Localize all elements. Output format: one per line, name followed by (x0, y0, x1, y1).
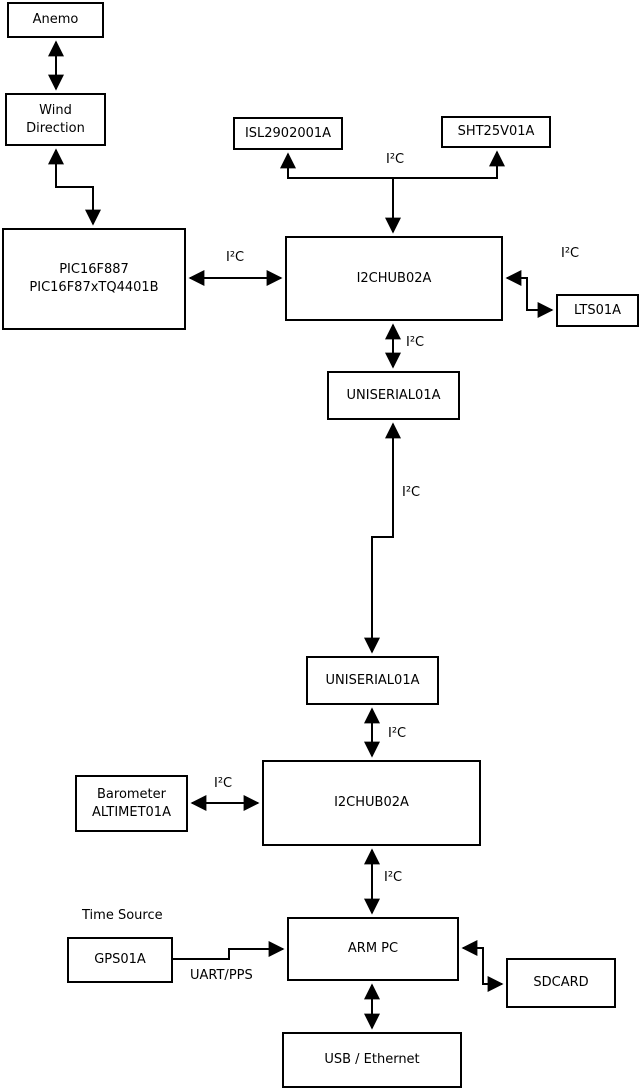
node-uniserial-1-label: UNISERIAL01A (346, 387, 441, 403)
node-pic-microcontroller: PIC16F887 PIC16F87xTQ4401B (2, 228, 186, 330)
node-pic-label-line2: PIC16F87xTQ4401B (29, 280, 159, 295)
node-barometer: Barometer ALTIMET01A (75, 775, 188, 832)
node-i2c-hub-2: I2CHUB02A (262, 760, 481, 846)
node-arm-pc-label: ARM PC (347, 941, 399, 956)
edge-label-i2c-hub1-lts: I²C (561, 246, 580, 261)
node-usb-ethernet: USB / Ethernet (282, 1032, 462, 1088)
node-lts01a-label: LTS01A (573, 302, 622, 318)
edge-label-uart-pps: UART/PPS (190, 968, 253, 983)
node-gps01a-label: GPS01A (94, 952, 146, 967)
edge-label-i2c-hub1-uniserial1: I²C (406, 335, 425, 350)
node-lts01a: LTS01A (556, 294, 639, 327)
node-usb-ethernet-label: USB / Ethernet (324, 1052, 420, 1067)
node-pic-label-line1: PIC16F887 (59, 262, 129, 277)
node-barometer-label-line2: ALTIMET01A (92, 804, 171, 820)
edge-label-i2c-uniserial-link: I²C (402, 485, 421, 500)
node-sht25v01a: SHT25V01A (441, 116, 551, 148)
node-i2c-hub-1-label: I2CHUB02A (356, 270, 432, 286)
edge-label-i2c-pic-hub1: I²C (226, 250, 245, 265)
edge-label-i2c-uniserial2-hub2: I²C (388, 726, 407, 741)
node-uniserial-1: UNISERIAL01A (327, 371, 460, 420)
node-sht25v01a-label: SHT25V01A (457, 124, 535, 139)
node-anemometer-label: Anemo (32, 12, 79, 27)
node-i2c-hub-2-label: I2CHUB02A (334, 795, 409, 810)
node-sdcard-label: SDCARD (533, 975, 589, 990)
node-gps01a: GPS01A (67, 937, 173, 983)
node-isl2902001a: ISL2902001A (233, 117, 343, 150)
node-wind-direction-label-line1: Wind (39, 102, 72, 118)
node-isl2902001a-label: ISL2902001A (244, 125, 332, 141)
node-wind-direction-label-line2: Direction (26, 120, 85, 136)
node-uniserial-2: UNISERIAL01A (306, 656, 439, 705)
node-wind-direction: Wind Direction (5, 93, 106, 146)
node-arm-pc: ARM PC (287, 917, 459, 981)
edge-label-i2c-sensor-bus: I²C (386, 152, 405, 167)
edge-label-i2c-barometer-hub2: I²C (214, 776, 233, 791)
node-i2c-hub-1: I2CHUB02A (285, 236, 503, 321)
edge-label-i2c-hub2-armpc: I²C (384, 870, 403, 885)
edge-label-time-source: Time Source (82, 908, 163, 923)
node-sdcard: SDCARD (506, 958, 616, 1008)
node-barometer-label-line1: Barometer (97, 786, 166, 802)
node-anemometer: Anemo (7, 2, 104, 38)
node-uniserial-2-label: UNISERIAL01A (325, 672, 420, 688)
